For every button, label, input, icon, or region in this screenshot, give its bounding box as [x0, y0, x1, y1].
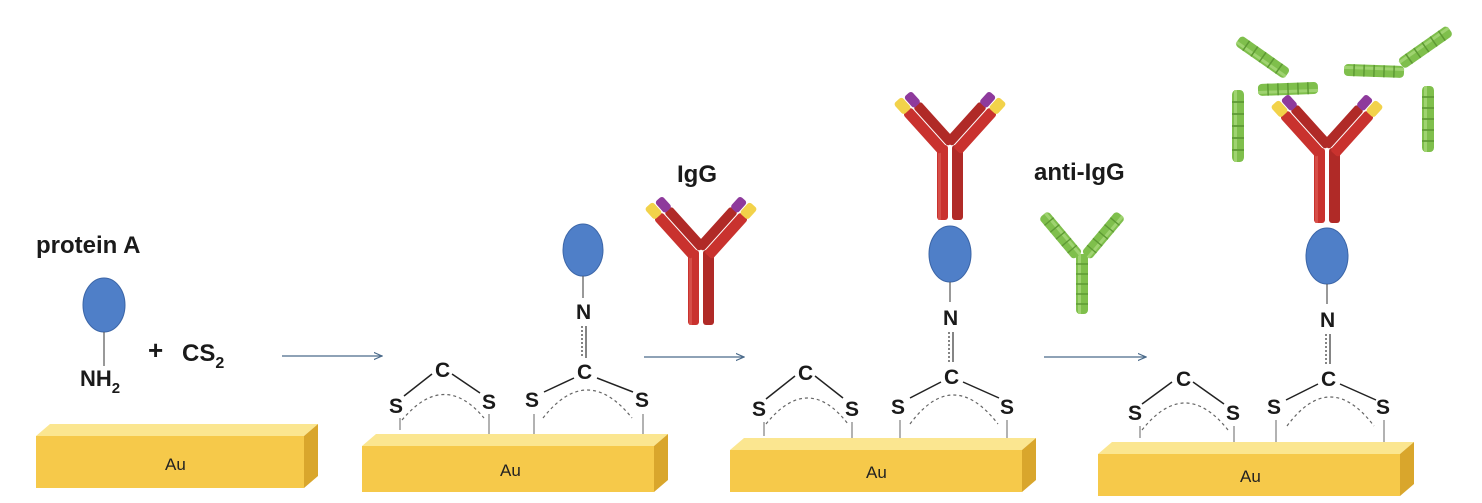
atom-s: S [1128, 402, 1142, 425]
step-3: C S S N C S S Au [730, 89, 1036, 492]
atom-c: C [944, 366, 959, 389]
igg-antibody [644, 194, 758, 325]
protein-a-label: protein A [36, 232, 140, 259]
atom-c: C [435, 359, 450, 382]
nh2-label: NH2 [80, 366, 120, 397]
au-label-1: Au [165, 455, 186, 474]
atom-s: S [845, 398, 859, 421]
atom-s: S [1000, 396, 1014, 419]
atom-s: S [635, 389, 649, 412]
atom-s: S [1267, 396, 1281, 419]
atom-n: N [943, 307, 958, 330]
protein-a-molecule [82, 277, 126, 333]
atom-c: C [1321, 368, 1336, 391]
atom-s: S [891, 396, 905, 419]
bound-igg [1270, 92, 1384, 223]
protein-a-molecule [928, 225, 972, 283]
anti-igg-antibody [1039, 211, 1126, 314]
au-label-2: Au [500, 461, 521, 480]
bound-igg [893, 89, 1007, 220]
bound-anti-igg-right [1343, 24, 1455, 153]
atom-s: S [1226, 402, 1240, 425]
cs2-label: CS2 [182, 340, 224, 372]
atom-s: S [525, 389, 539, 412]
anti-igg-label: anti-IgG [1034, 159, 1125, 186]
atom-s: S [389, 395, 403, 418]
atom-s: S [1376, 396, 1390, 419]
atom-n: N [1320, 309, 1335, 332]
au-label-4: Au [1240, 467, 1261, 486]
atom-c: C [798, 362, 813, 385]
atom-n: N [576, 301, 591, 324]
gold-substrate-4: Au [1098, 442, 1414, 496]
step-1: protein A NH2 + CS2 Au [36, 232, 318, 488]
gold-substrate-1: Au [36, 424, 318, 488]
protein-a-molecule [1305, 227, 1349, 285]
plus-sign: + [148, 335, 163, 365]
atom-s: S [752, 398, 766, 421]
au-label-3: Au [866, 463, 887, 482]
atom-s: S [482, 391, 496, 414]
step-4: C S S N C S S [1098, 24, 1455, 496]
atom-c: C [1176, 368, 1191, 391]
gold-substrate-2: Au [362, 434, 668, 492]
gold-substrate-3: Au [730, 438, 1036, 492]
atom-c: C [577, 361, 592, 384]
step-2: C S S N C S S Au [362, 223, 668, 492]
igg-label: IgG [677, 161, 717, 188]
protein-a-molecule [562, 223, 604, 277]
